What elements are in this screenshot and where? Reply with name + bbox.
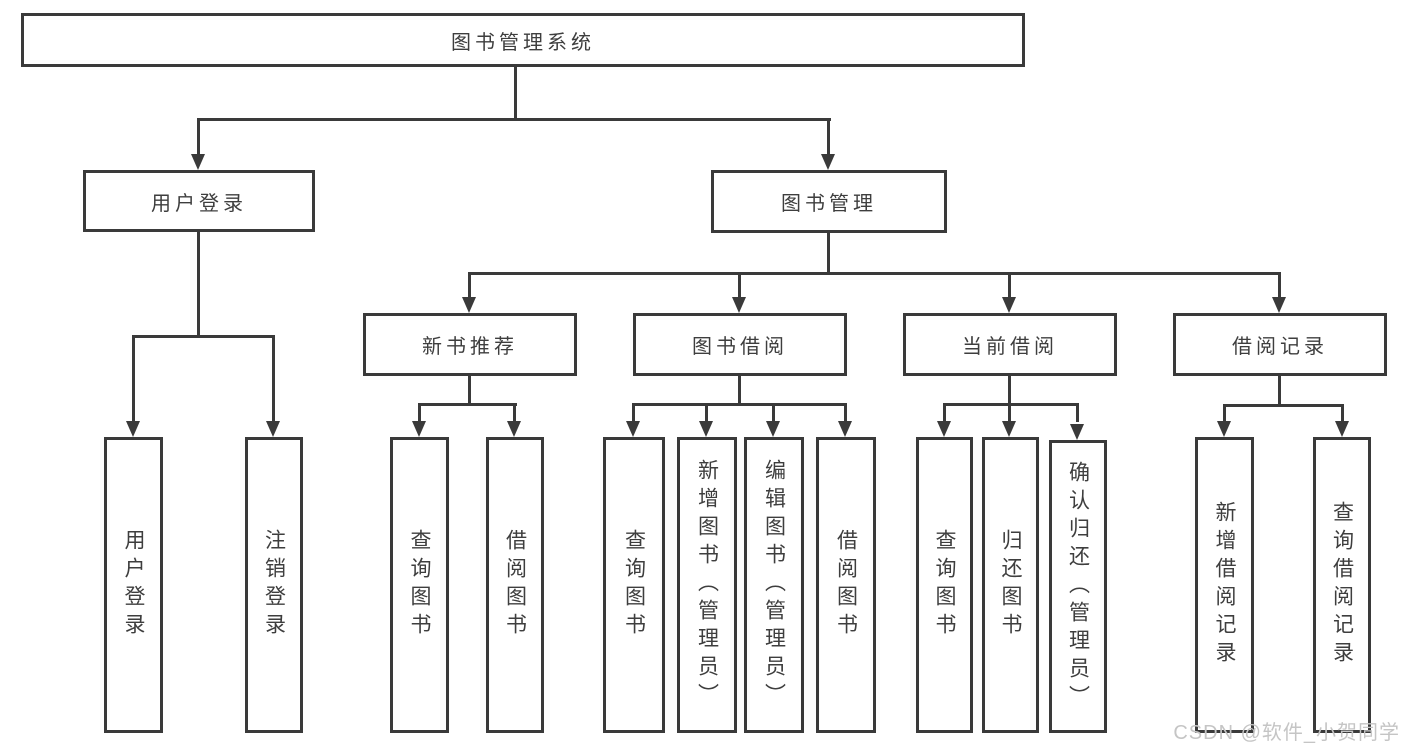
- node-borrow-records: 借阅记录: [1173, 313, 1387, 376]
- leaf-add-borrow-record: 新增借阅记录: [1195, 437, 1254, 733]
- connector-line: [943, 403, 1079, 406]
- connector-line: [197, 118, 831, 121]
- leaf-label: 注销登录: [262, 529, 286, 641]
- connector-line: [514, 67, 517, 120]
- leaf-borrow-books-recommend: 借阅图书: [486, 437, 544, 733]
- leaf-label: 借阅图书: [834, 529, 858, 641]
- leaf-query-books-borrowing: 查询图书: [603, 437, 665, 733]
- watermark: CSDN @软件_小贺同学: [1173, 722, 1400, 744]
- leaf-add-books-admin: 新增图书（管理员）: [677, 437, 737, 733]
- connector-line: [468, 272, 1281, 275]
- connector-line: [1341, 404, 1344, 422]
- leaf-label: 查询借阅记录: [1330, 501, 1354, 669]
- connector-line: [632, 403, 635, 422]
- connector-line: [632, 403, 847, 406]
- leaf-label: 新增图书（管理员）: [695, 459, 719, 711]
- leaf-query-books-recommend: 查询图书: [390, 437, 449, 733]
- arrow-head: [937, 421, 951, 437]
- arrow-head: [732, 297, 746, 313]
- connector-line: [132, 335, 135, 422]
- leaf-borrow-books-borrowing: 借阅图书: [816, 437, 876, 733]
- connector-line: [705, 403, 708, 422]
- arrow-head: [126, 421, 140, 437]
- arrow-head: [191, 154, 205, 170]
- arrow-head: [462, 297, 476, 313]
- leaf-user-login: 用户登录: [104, 437, 163, 733]
- leaf-logout: 注销登录: [245, 437, 303, 733]
- connector-line: [513, 403, 516, 422]
- node-library-system: 图书管理系统: [21, 13, 1025, 67]
- leaf-label: 查询图书: [933, 529, 956, 641]
- leaf-label: 用户登录: [122, 529, 145, 641]
- arrow-head: [266, 421, 280, 437]
- arrow-head: [1272, 297, 1286, 313]
- connector-line: [1008, 272, 1011, 298]
- arrow-head: [699, 421, 713, 437]
- arrow-head: [626, 421, 640, 437]
- arrow-head: [1335, 421, 1349, 437]
- node-user-login: 用户登录: [83, 170, 315, 232]
- connector-line: [468, 272, 471, 298]
- connector-line: [1223, 404, 1226, 422]
- connector-line: [772, 403, 775, 422]
- node-current-borrowing: 当前借阅: [903, 313, 1117, 376]
- connector-line: [418, 403, 421, 422]
- connector-line: [468, 376, 471, 405]
- connector-line: [197, 118, 200, 156]
- arrow-head: [412, 421, 426, 437]
- leaf-return-books: 归还图书: [982, 437, 1039, 733]
- arrow-head: [1002, 297, 1016, 313]
- arrow-head: [1217, 421, 1231, 437]
- leaf-label: 新增借阅记录: [1213, 501, 1236, 669]
- connector-line: [943, 403, 946, 422]
- leaf-label: 查询图书: [408, 529, 431, 641]
- connector-line: [1008, 376, 1011, 405]
- arrow-head: [838, 421, 852, 437]
- leaf-label: 归还图书: [999, 529, 1022, 641]
- arrow-head: [507, 421, 521, 437]
- leaf-label: 确认归还（管理员）: [1066, 460, 1090, 713]
- connector-line: [1223, 404, 1344, 407]
- leaf-query-books-current: 查询图书: [916, 437, 973, 733]
- connector-line: [1076, 403, 1079, 422]
- connector-line: [844, 403, 847, 422]
- connector-line: [827, 118, 830, 156]
- leaf-label: 查询图书: [622, 529, 646, 641]
- arrow-head: [821, 154, 835, 170]
- connector-line: [738, 376, 741, 405]
- connector-line: [1278, 272, 1281, 298]
- leaf-query-borrow-record: 查询借阅记录: [1313, 437, 1371, 733]
- node-book-borrowing: 图书借阅: [633, 313, 847, 376]
- arrow-head: [766, 421, 780, 437]
- arrow-head: [1070, 424, 1084, 440]
- connector-line: [197, 232, 200, 337]
- connector-line: [738, 272, 741, 298]
- connector-line: [418, 403, 517, 406]
- leaf-confirm-return-admin: 确认归还（管理员）: [1049, 440, 1107, 733]
- node-new-book-recommend: 新书推荐: [363, 313, 577, 376]
- leaf-edit-books-admin: 编辑图书（管理员）: [744, 437, 804, 733]
- arrow-head: [1002, 421, 1016, 437]
- connector-line: [132, 335, 275, 338]
- connector-line: [1278, 376, 1281, 406]
- leaf-label: 编辑图书（管理员）: [762, 459, 786, 711]
- leaf-label: 借阅图书: [503, 529, 527, 641]
- connector-line: [1008, 403, 1011, 422]
- connector-line: [827, 233, 830, 274]
- connector-line: [272, 335, 275, 422]
- node-book-management: 图书管理: [711, 170, 947, 233]
